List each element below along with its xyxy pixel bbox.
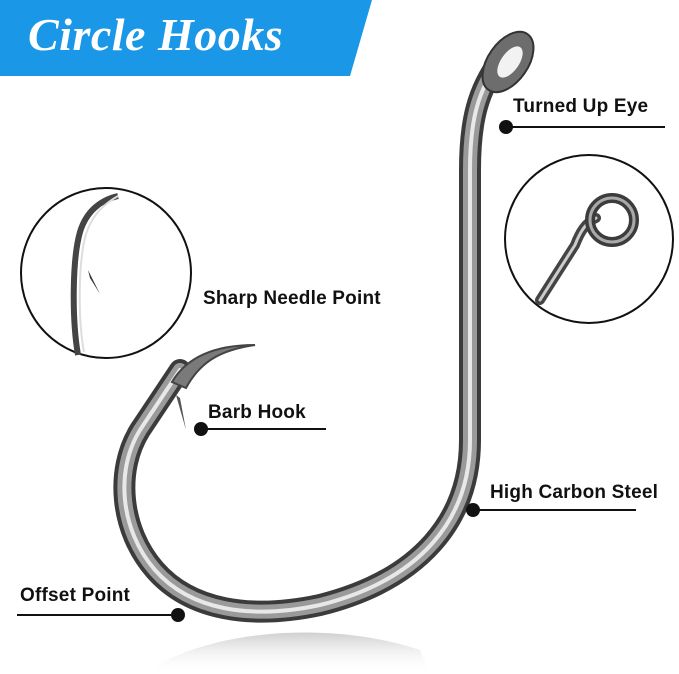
banner-background	[0, 0, 372, 76]
callout-line	[508, 126, 665, 128]
hook-eye	[481, 30, 535, 94]
callout-label: Barb Hook	[208, 402, 306, 423]
hook-reflection	[150, 632, 430, 674]
callout-dot-icon	[194, 422, 208, 436]
callout-label: Turned Up Eye	[513, 96, 649, 117]
eye-inset	[504, 154, 674, 324]
banner-title: Circle Hooks	[28, 9, 284, 60]
callout-line	[476, 509, 636, 511]
callout-label: High Carbon Steel	[490, 482, 659, 503]
callout-dot-icon	[466, 503, 480, 517]
barb-shape	[176, 395, 186, 430]
needle-point-inset	[20, 187, 192, 359]
title-banner: Circle Hooks	[0, 0, 380, 76]
callout-label: Offset Point	[20, 585, 131, 606]
hook-body	[113, 49, 511, 623]
callout-line	[17, 614, 177, 616]
callout-dot-icon	[171, 608, 185, 622]
callout-line	[204, 428, 326, 430]
callout-dot-icon	[499, 120, 513, 134]
callout-label: Sharp Needle Point	[203, 288, 381, 309]
